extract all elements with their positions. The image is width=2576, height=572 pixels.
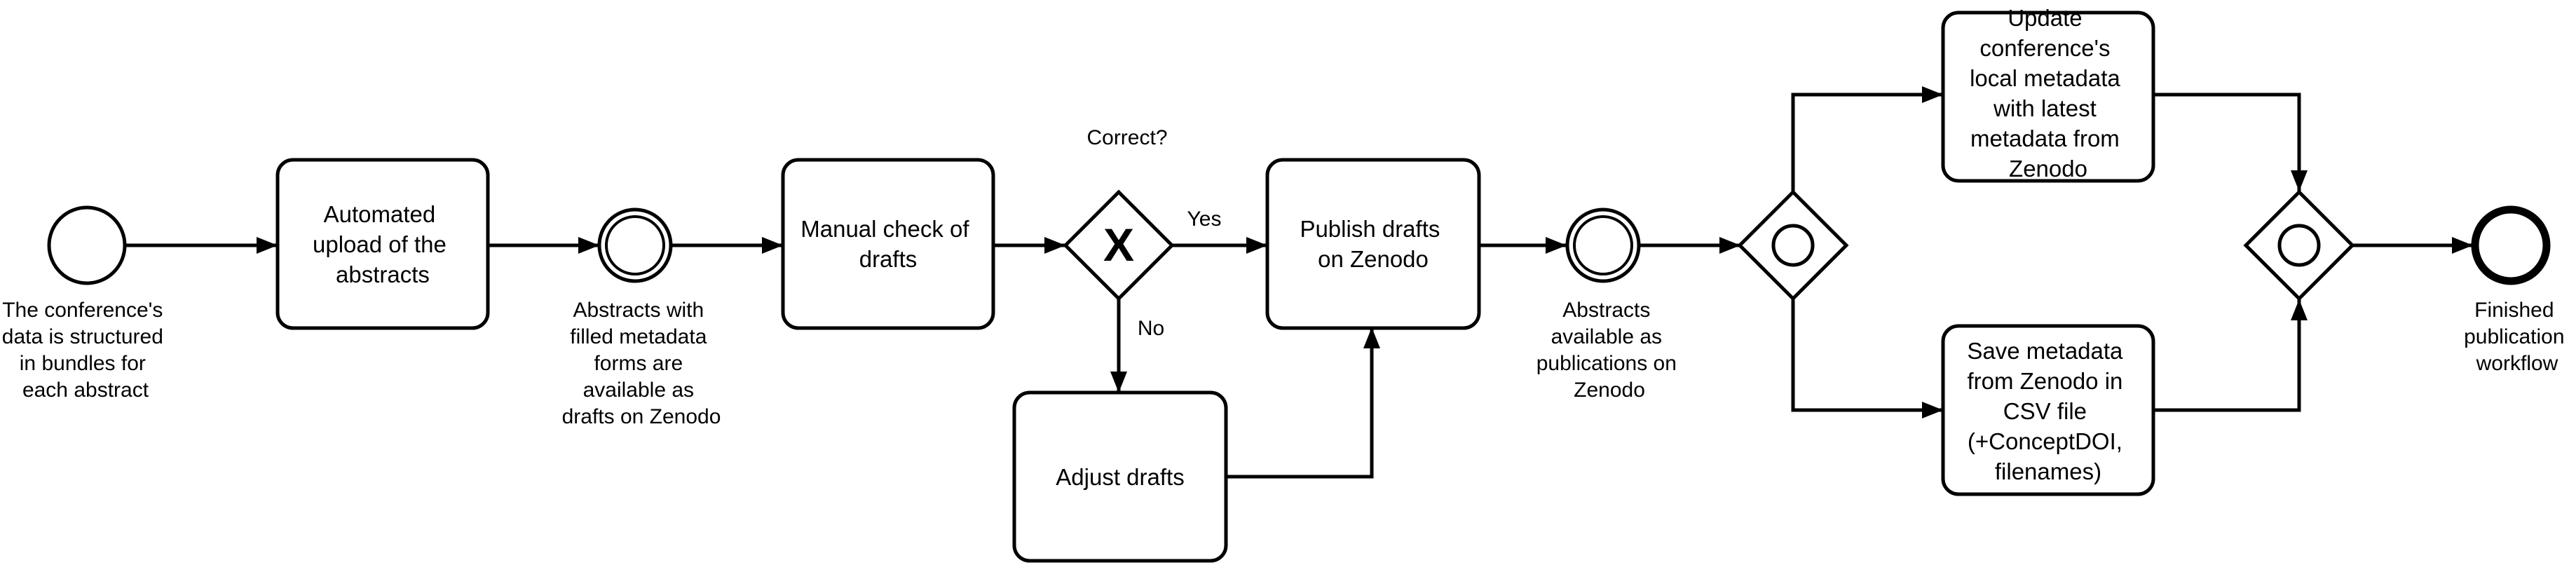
event-label-line: drafts on Zenodo xyxy=(562,405,721,428)
event-label-line: Zenodo xyxy=(1574,379,1645,402)
gateway-x-icon: X xyxy=(1103,219,1134,271)
event-label-line: available as xyxy=(583,379,694,402)
inclusive-join-gateway[interactable] xyxy=(2243,189,2355,301)
inclusive-split-gateway[interactable] xyxy=(1737,189,1849,301)
task-label-line: drafts xyxy=(859,246,918,272)
task-label-line: metadata from xyxy=(1970,125,2120,151)
intermediate-event-drafts-available[interactable] xyxy=(597,207,673,283)
end-event-label-line: Finished xyxy=(2474,299,2554,322)
end-event-label-line: workflow xyxy=(2476,352,2558,375)
event-label-line: filled metadata xyxy=(570,325,707,348)
end-event-label: Finished publication workflow xyxy=(2464,299,2570,375)
task-update-metadata[interactable] xyxy=(1941,11,2155,183)
task-label-line: Update xyxy=(2008,5,2082,31)
intermediate-event-published[interactable] xyxy=(1565,207,1641,283)
task-manual-check-label: Manual check of drafts xyxy=(800,216,975,272)
start-event-label-line: data is structured xyxy=(2,325,163,348)
task-adjust-drafts[interactable] xyxy=(1012,390,1228,563)
flow-split-to-save xyxy=(1791,299,1943,418)
drafts-available-label: Abstracts with filled metadata forms are… xyxy=(562,299,721,428)
flow-update-to-join xyxy=(2153,93,2308,191)
gateway-yes-label: Yes xyxy=(1187,207,1222,231)
gateway-question-label: Correct? xyxy=(1086,126,1167,149)
task-label-line: upload of the xyxy=(313,231,447,257)
task-automated-upload[interactable] xyxy=(275,158,490,330)
task-label-line: conference's xyxy=(1979,35,2110,61)
task-manual-check[interactable] xyxy=(781,158,995,330)
event-label-line: publications on xyxy=(1536,352,1677,375)
start-event-label: The conference's data is structured in b… xyxy=(2,299,169,402)
task-label-line: (+ConceptDOI, xyxy=(1968,428,2122,454)
task-label-line: with latest xyxy=(1993,95,2097,121)
task-label-line: filenames) xyxy=(1995,458,2101,484)
task-label-line: from Zenodo in xyxy=(1967,368,2122,394)
event-label-line: Abstracts xyxy=(1562,299,1650,322)
end-event[interactable] xyxy=(2471,205,2551,285)
task-label-line: Automated xyxy=(324,201,436,227)
start-event-label-line: each abstract xyxy=(22,379,149,402)
published-event-label: Abstracts available as publications on Z… xyxy=(1536,299,1683,402)
task-update-metadata-label: Update conference's local metadata with … xyxy=(1970,5,2127,182)
task-save-metadata[interactable] xyxy=(1941,324,2155,496)
task-publish-drafts[interactable] xyxy=(1265,158,1481,330)
task-label-line: on Zenodo xyxy=(1318,246,1429,272)
flow-adjust-to-publish xyxy=(1226,327,1380,479)
task-label-line: Manual check of xyxy=(800,216,969,242)
sequence-flows xyxy=(126,86,2473,479)
start-event[interactable] xyxy=(47,205,127,285)
flow-save-to-join xyxy=(2153,299,2308,412)
task-automated-upload-label: Automated upload of the abstracts xyxy=(313,201,453,287)
event-label-line: available as xyxy=(1551,325,1662,348)
task-label-line: CSV file xyxy=(2003,398,2087,424)
event-label-line: forms are xyxy=(594,352,683,375)
task-label-line: local metadata xyxy=(1970,65,2120,91)
task-adjust-drafts-label: Adjust drafts xyxy=(1056,464,1184,490)
task-label-line: Zenodo xyxy=(2009,156,2087,182)
start-event-label-line: in bundles for xyxy=(20,352,146,375)
task-label-line: abstracts xyxy=(336,261,430,287)
flow-split-to-update xyxy=(1791,86,1943,192)
task-label-line: Publish drafts xyxy=(1300,216,1440,242)
start-event-label-line: The conference's xyxy=(2,299,163,322)
task-save-metadata-label: Save metadata from Zenodo in CSV file (+… xyxy=(1967,338,2129,484)
task-label-line: Save metadata xyxy=(1967,338,2123,364)
circle-icon xyxy=(2277,224,2321,267)
task-publish-drafts-label: Publish drafts on Zenodo xyxy=(1300,216,1446,272)
gateway-no-label: No xyxy=(1138,317,1164,340)
circle-icon xyxy=(1771,224,1815,267)
event-label-line: Abstracts with xyxy=(573,299,704,322)
exclusive-gateway[interactable] xyxy=(1063,189,1175,301)
end-event-label-line: publication xyxy=(2464,325,2564,348)
task-label-line: Adjust drafts xyxy=(1056,464,1184,490)
